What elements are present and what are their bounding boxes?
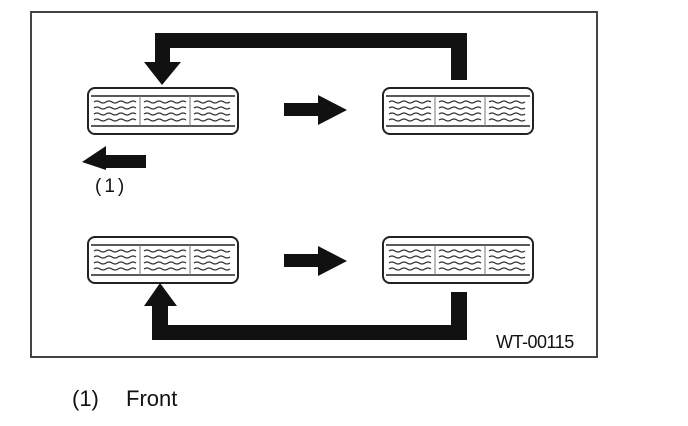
legend-number: (1) bbox=[72, 386, 99, 411]
tire-rear-left bbox=[382, 87, 534, 135]
tire-rear-right bbox=[382, 236, 534, 284]
legend-item: (1) Front bbox=[72, 386, 177, 412]
upper-straight-arrow bbox=[284, 95, 347, 125]
bottom-rotation-arrow bbox=[144, 283, 467, 340]
front-callout-label: (1) bbox=[95, 176, 128, 197]
lower-straight-arrow bbox=[284, 246, 347, 276]
tire-front-left bbox=[87, 87, 239, 135]
legend-label: Front bbox=[126, 386, 178, 411]
diagram-frame bbox=[30, 11, 598, 358]
figure-code: WT-00115 bbox=[496, 332, 574, 352]
tire-front-right bbox=[87, 236, 239, 284]
top-rotation-arrow bbox=[144, 33, 467, 85]
front-direction-arrow bbox=[82, 146, 146, 170]
